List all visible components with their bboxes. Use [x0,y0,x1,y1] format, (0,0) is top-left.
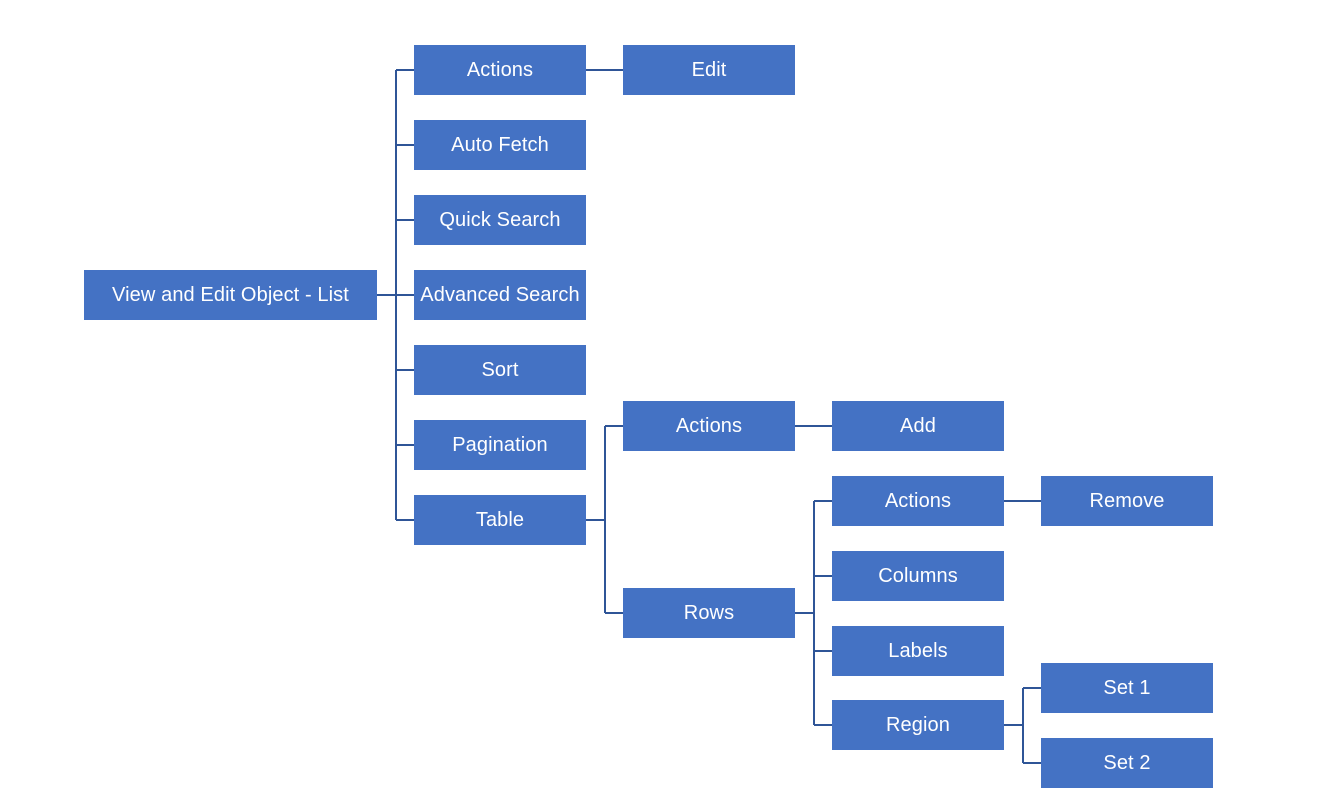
node-set-1: Set 1 [1041,663,1213,713]
node-table-actions: Actions [623,401,795,451]
node-remove: Remove [1041,476,1213,526]
node-auto-fetch: Auto Fetch [414,120,586,170]
node-set-2: Set 2 [1041,738,1213,788]
node-pagination: Pagination [414,420,586,470]
node-columns: Columns [832,551,1004,601]
node-advanced-search: Advanced Search [414,270,586,320]
node-region: Region [832,700,1004,750]
node-root: View and Edit Object - List [84,270,377,320]
node-rows-actions: Actions [832,476,1004,526]
node-labels: Labels [832,626,1004,676]
node-add: Add [832,401,1004,451]
node-quick-search: Quick Search [414,195,586,245]
node-sort: Sort [414,345,586,395]
node-edit: Edit [623,45,795,95]
node-table: Table [414,495,586,545]
node-rows: Rows [623,588,795,638]
node-actions: Actions [414,45,586,95]
